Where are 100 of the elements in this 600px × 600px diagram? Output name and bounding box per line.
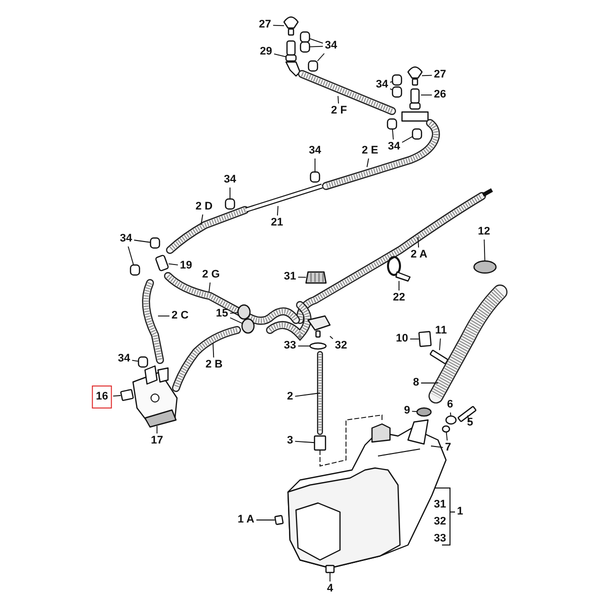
- leader-line: [200, 214, 204, 226]
- leader-line: [392, 128, 394, 140]
- callout-number: 34: [118, 232, 134, 246]
- leader-line: [156, 426, 158, 434]
- washer: [309, 342, 327, 350]
- dashed-leader-line: [320, 414, 382, 467]
- hose-connector: [130, 264, 140, 276]
- tube: [317, 351, 323, 435]
- nut: [274, 514, 284, 526]
- callout-number: 8: [412, 376, 420, 390]
- leader-line: [294, 392, 320, 397]
- leader-line: [338, 96, 339, 104]
- leader-line: [446, 432, 448, 441]
- leader-line: [132, 360, 139, 362]
- callout-number: 2 D: [194, 200, 214, 214]
- leader-line: [112, 395, 122, 397]
- callout-number: 26: [432, 88, 448, 102]
- leader-line: [272, 24, 284, 26]
- hose-fitting: [314, 435, 326, 451]
- leader-line: [208, 282, 211, 292]
- leader-line: [430, 446, 444, 448]
- leader-line: [274, 54, 286, 58]
- callout-number: 34: [222, 174, 238, 186]
- leader-line: [420, 382, 438, 384]
- part-number: 32: [434, 516, 446, 528]
- leader-line: [298, 276, 306, 278]
- hose-clamp: [473, 260, 497, 274]
- leader-line: [230, 317, 242, 324]
- callout-number: 3: [286, 434, 294, 448]
- leader-line: [168, 263, 178, 266]
- callout-number: 29: [258, 46, 274, 58]
- callout-number: 2 G: [201, 268, 221, 282]
- callout-number: 10: [394, 332, 410, 346]
- callout-number: 2 B: [204, 358, 224, 372]
- hose-connector: [392, 74, 402, 86]
- hose-clamp: [416, 407, 432, 417]
- callout-number: 15: [214, 308, 230, 320]
- washer: [445, 415, 457, 425]
- callout-number: 4: [326, 582, 334, 596]
- callout-number: 2 A: [410, 248, 428, 262]
- hose-connector: [150, 237, 160, 249]
- callout-number: 22: [392, 292, 406, 304]
- callout-number: 31: [282, 270, 298, 284]
- t-connector: [401, 88, 429, 122]
- leader-line: [317, 53, 325, 62]
- leader-line: [422, 74, 432, 76]
- leader-line: [412, 410, 418, 412]
- drain-plug: [325, 564, 335, 574]
- leader-line: [230, 312, 238, 314]
- hose-connector: [308, 60, 318, 72]
- hose: [322, 119, 440, 190]
- tube: [245, 184, 323, 212]
- callout-number: 32: [334, 340, 348, 352]
- plug: [120, 388, 134, 402]
- callout-number: 34: [308, 144, 322, 158]
- callout-number: 17: [150, 434, 164, 448]
- part-number: 33: [434, 532, 446, 546]
- leader-line: [212, 342, 214, 358]
- part-number: 31: [434, 498, 446, 512]
- hose-connector: [224, 198, 236, 210]
- hose: [298, 70, 396, 115]
- callout-number: 34: [374, 78, 390, 92]
- washer-pump: [132, 365, 178, 428]
- callout-number: 12: [476, 226, 492, 238]
- leader-line: [330, 336, 334, 340]
- callout-number: 34: [324, 40, 338, 52]
- leader-line: [439, 338, 441, 351]
- leader-line: [294, 440, 315, 444]
- callout-number: 2: [286, 390, 294, 404]
- callout-number: 27: [432, 68, 448, 82]
- callout-number: 2 C: [170, 310, 190, 322]
- washer: [442, 425, 450, 433]
- callout-number: 2 E: [360, 144, 380, 158]
- highlighted-callout-number: 16: [92, 386, 112, 408]
- nozzle: [283, 16, 299, 36]
- callout-number: 11: [434, 324, 448, 338]
- hose: [296, 188, 493, 324]
- callout-number: 21: [270, 216, 284, 230]
- leader-line: [134, 240, 151, 243]
- hose-connector: [392, 86, 402, 98]
- t-connector: [154, 254, 170, 272]
- callout-number: 34: [386, 140, 402, 154]
- callout-number: 7: [444, 442, 452, 454]
- nozzle: [407, 66, 423, 86]
- leader-line: [484, 239, 486, 262]
- callout-number: 34: [116, 352, 132, 366]
- leader-line: [277, 206, 278, 216]
- callout-number: 19: [178, 260, 194, 272]
- callout-number: 27: [258, 18, 272, 32]
- leader-line: [420, 94, 432, 96]
- leader-line: [398, 280, 400, 291]
- leader-line: [390, 81, 393, 83]
- part-number: 1: [456, 506, 464, 518]
- hose-connector: [138, 356, 148, 368]
- leader-line: [418, 236, 420, 248]
- hose-connector: [300, 31, 310, 43]
- hose-connector: [300, 41, 310, 53]
- leader-line: [309, 46, 324, 48]
- callout-number: 33: [282, 340, 298, 352]
- hose: [142, 279, 164, 364]
